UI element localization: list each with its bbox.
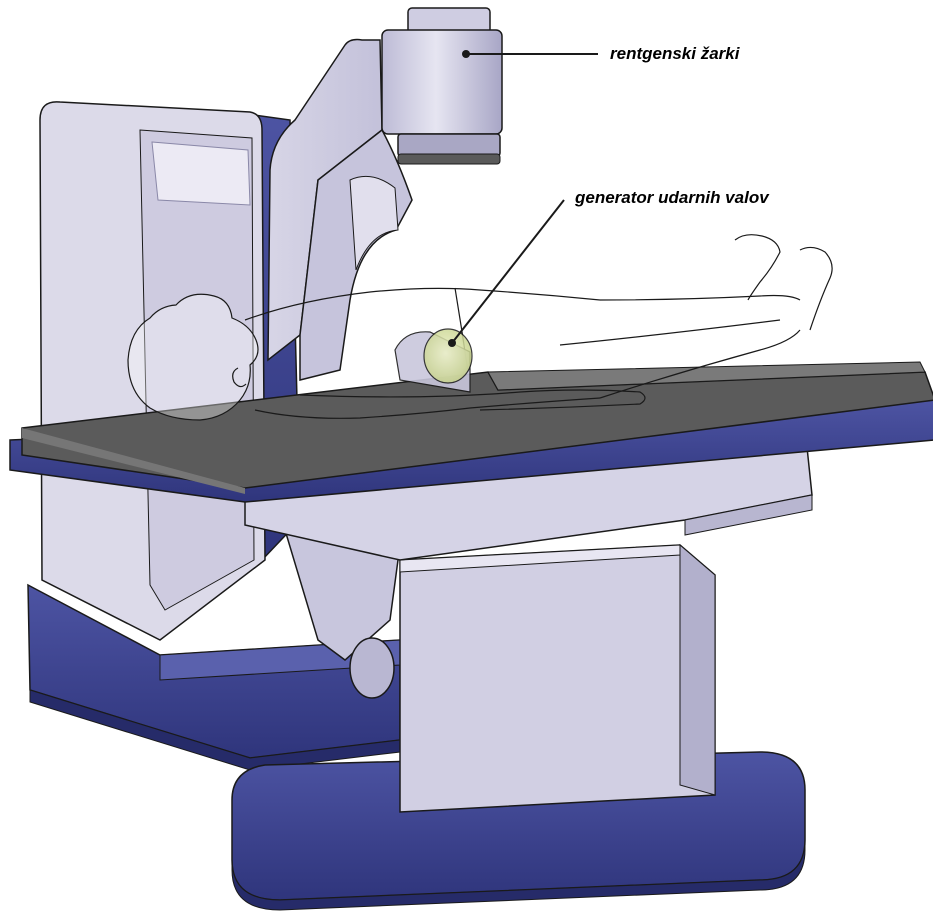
generator-leader-line [452,200,564,343]
xray-tube [382,8,502,164]
table-pedestal [400,545,715,812]
xray-label: rentgenski žarki [610,44,739,64]
shockwave-generator-label: generator udarnih valov [575,188,769,208]
